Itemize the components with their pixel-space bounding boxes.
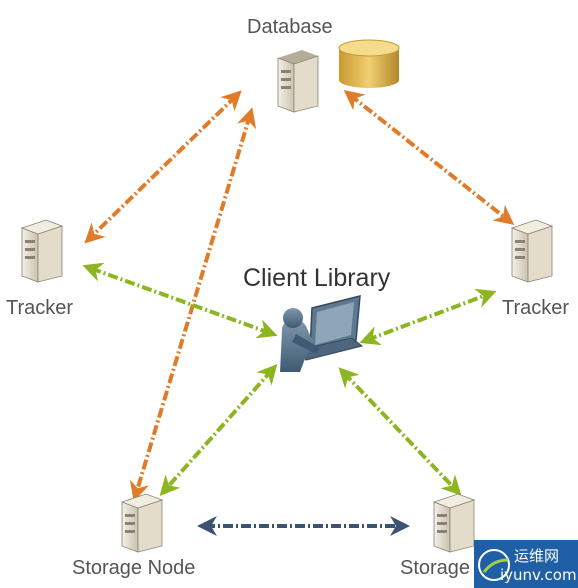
tracker-left-server-icon	[20, 219, 64, 283]
storage-left-server-icon	[120, 493, 164, 553]
client-library-label: Client Library	[243, 264, 391, 292]
link-database-tracker-left	[84, 90, 242, 244]
tracker-left-label: Tracker	[6, 297, 74, 319]
tracker-right-server-icon	[510, 219, 554, 283]
storage-node-left-label: Storage Node	[72, 557, 196, 579]
database-label: Database	[247, 16, 333, 38]
database-server-icon	[277, 50, 319, 113]
database-cylinder-icon	[338, 39, 400, 88]
link-database-tracker-right	[343, 90, 515, 225]
link-client-tracker-left	[82, 262, 278, 339]
client-user-laptop-icon	[280, 295, 364, 372]
watermark-text-top: 运维网	[514, 547, 560, 565]
link-client-storage-right	[338, 367, 462, 496]
storage-right-server-icon	[432, 493, 476, 553]
link-database-storage-left	[129, 107, 257, 502]
storage-node-right-label: Storage	[400, 557, 471, 579]
tracker-right-label: Tracker	[502, 297, 570, 319]
watermark-text-bottom: iyunv.com	[500, 566, 577, 584]
watermark-logo	[474, 540, 578, 588]
link-client-tracker-right	[359, 288, 497, 346]
link-client-storage-left	[159, 364, 278, 496]
